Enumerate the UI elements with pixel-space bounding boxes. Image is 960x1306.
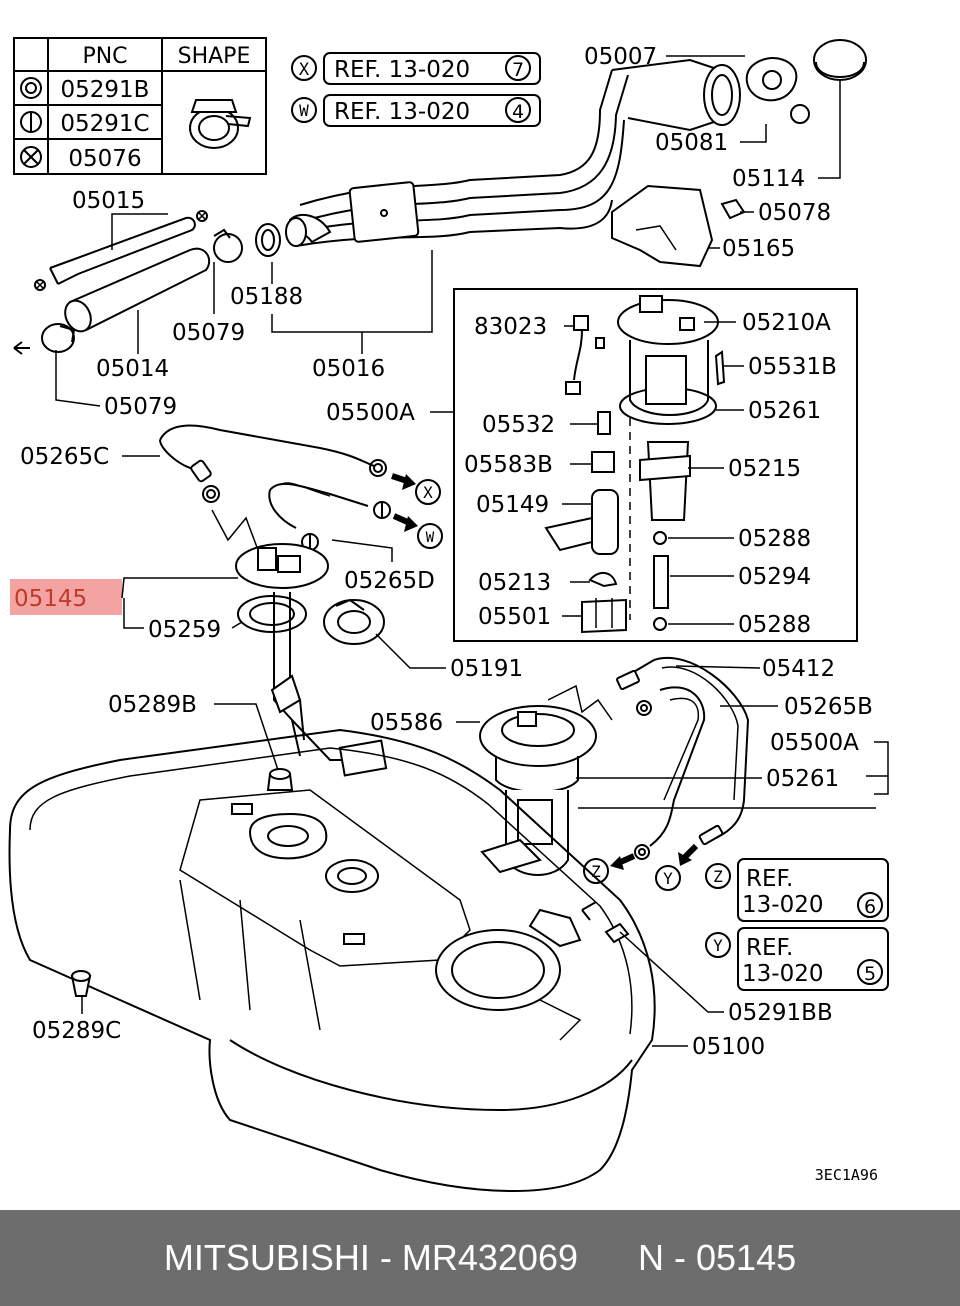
double-circle-icon	[369, 459, 387, 477]
leader-lines	[55, 55, 889, 1047]
footer-part-number: MR432069	[401, 1237, 578, 1278]
ref-x-box[interactable]: X REF. 13-020 7	[291, 52, 541, 85]
label-05016: 05016	[312, 356, 385, 382]
svg-text:6: 6	[864, 896, 876, 918]
label-05188: 05188	[230, 284, 303, 310]
label-05532: 05532	[482, 412, 555, 438]
footer-brand: MITSUBISHI	[163, 1237, 370, 1278]
double-circle-icon	[634, 844, 650, 860]
legend-header-pnc: PNC	[82, 44, 127, 69]
double-circle-icon	[636, 700, 652, 716]
label-05288-lower: 05288	[738, 612, 811, 638]
ref-z-line2: 13-020	[742, 892, 823, 918]
ref-z-line1: REF.	[746, 866, 793, 892]
label-05291BB: 05291BB	[728, 1000, 833, 1026]
highlight-box	[10, 579, 122, 615]
footer-ref: N - 05145	[638, 1237, 797, 1278]
label-05501: 05501	[478, 604, 551, 630]
fuel-tank	[8, 728, 656, 1192]
direction-arrow-icon	[581, 901, 597, 921]
svg-text:Y: Y	[713, 936, 723, 955]
ref-w-text: REF. 13-020	[334, 99, 470, 125]
svg-text:5: 5	[864, 963, 876, 985]
label-05015: 05015	[72, 188, 145, 214]
label-05078: 05078	[758, 200, 831, 226]
label-05100: 05100	[692, 1034, 765, 1060]
label-05265B: 05265B	[784, 694, 873, 720]
vent-hoses: X W	[159, 424, 443, 551]
svg-text:4: 4	[512, 101, 524, 123]
legend-pnc-row-3: 05076	[68, 146, 141, 172]
label-05215: 05215	[728, 456, 801, 482]
label-05114: 05114	[732, 166, 805, 192]
label-05289C: 05289C	[32, 1018, 121, 1044]
figure-code: 3EC1A96	[815, 1166, 878, 1184]
label-05014: 05014	[96, 356, 169, 382]
circle-x-icon	[34, 279, 46, 291]
fuel-gauge-unit	[235, 543, 388, 777]
label-05294: 05294	[738, 564, 811, 590]
label-05191: 05191	[450, 656, 523, 682]
circle-x-icon	[196, 210, 208, 222]
legend-header-shape: SHAPE	[178, 44, 251, 69]
footer-sep-1: -	[369, 1237, 402, 1278]
double-circle-icon	[202, 485, 220, 503]
label-05149: 05149	[476, 492, 549, 518]
pump-detail-frame	[453, 288, 858, 642]
label-05265D: 05265D	[344, 568, 435, 594]
label-05145-highlighted: 05145	[14, 586, 87, 612]
svg-text:W: W	[299, 101, 309, 120]
ref-y-box[interactable]: Y REF. 13-020 5	[705, 927, 889, 991]
ref-y-line1: REF.	[746, 935, 793, 961]
parts-diagram: PNC SHAPE 05291B 05291C 05076 X REF. 13-…	[8, 37, 889, 1192]
direction-arrow-icon	[13, 341, 30, 355]
footer-gap	[578, 1237, 638, 1279]
circle-bar-icon	[373, 501, 391, 519]
drain-plug-upper	[266, 768, 294, 791]
label-05531B: 05531B	[748, 354, 837, 380]
label-05289B: 05289B	[108, 692, 197, 718]
label-05586: 05586	[370, 710, 443, 736]
ref-w-box[interactable]: W REF. 13-020 4	[291, 94, 541, 127]
label-05500A-lower: 05500A	[770, 730, 859, 756]
arrow-x-letter: X	[423, 483, 433, 502]
label-05213: 05213	[478, 570, 551, 596]
label-05412: 05412	[762, 656, 835, 682]
label-05081: 05081	[655, 130, 728, 156]
filler-pipe-assembly	[13, 39, 867, 355]
arrow-y-letter: Y	[663, 869, 673, 888]
label-05079-upper: 05079	[172, 320, 245, 346]
ref-y-line2: 13-020	[742, 961, 823, 987]
circle-bar-icon	[20, 111, 42, 133]
label-05210A: 05210A	[742, 310, 831, 336]
label-05079-lower: 05079	[104, 394, 177, 420]
label-05583B: 05583B	[464, 452, 553, 478]
part-labels: 05007 05081 05114 05078 05165 05015 0501…	[14, 44, 878, 1184]
label-83023: 83023	[474, 314, 547, 340]
label-05259: 05259	[148, 617, 221, 643]
label-05261-upper: 05261	[748, 398, 821, 424]
label-05500A-upper: 05500A	[326, 400, 415, 426]
svg-text:7: 7	[512, 59, 524, 81]
part-info-footer: MITSUBISHI - MR432069 N - 05145	[0, 1210, 960, 1306]
ref-z-box[interactable]: Z REF. 13-020 6	[705, 858, 889, 922]
label-05261-lower: 05261	[766, 766, 839, 792]
legend-pnc-row-2: 05291C	[60, 111, 149, 137]
arrow-w-letter: W	[426, 530, 435, 546]
ref-x-text: REF. 13-020	[334, 57, 470, 83]
label-05165: 05165	[722, 236, 795, 262]
legend-table: PNC SHAPE 05291B 05291C 05076	[13, 37, 267, 175]
double-circle-icon	[20, 77, 42, 99]
drain-plug-lower	[70, 970, 92, 997]
label-05265C: 05265C	[20, 444, 109, 470]
svg-text:X: X	[299, 60, 310, 80]
circle-x-icon	[20, 146, 42, 168]
label-05007: 05007	[584, 44, 657, 70]
clamp-shape-icon	[189, 99, 252, 149]
label-05288-upper: 05288	[738, 526, 811, 552]
svg-text:Z: Z	[713, 867, 723, 886]
arrow-z-letter: Z	[591, 862, 601, 881]
legend-pnc-row-1: 05291B	[61, 77, 150, 103]
pump-module-lower: Z Y	[479, 657, 750, 891]
